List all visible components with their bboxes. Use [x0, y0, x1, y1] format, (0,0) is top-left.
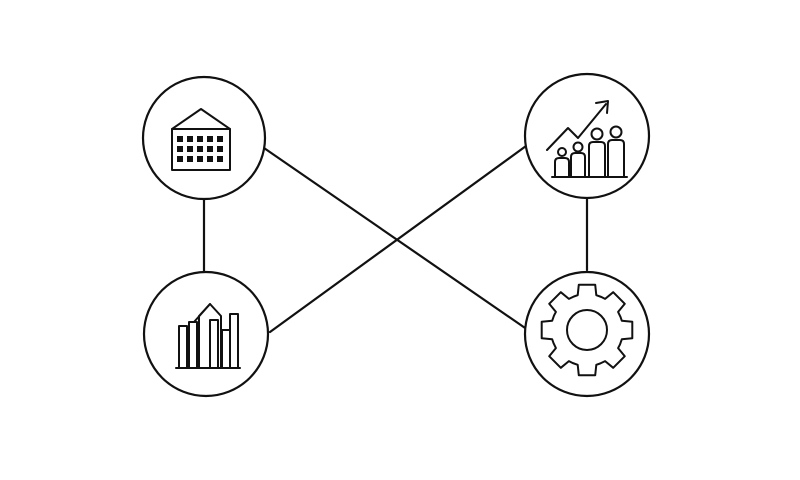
city-skyline-icon [175, 303, 241, 369]
node-top-left [141, 75, 267, 201]
node-circle [141, 75, 267, 201]
connectors [202, 144, 589, 334]
edge-bottom-left-to-top-right [268, 144, 528, 334]
node-circle [523, 72, 651, 200]
edge-top-left-to-bottom-right [262, 146, 530, 332]
gear-icon [540, 283, 634, 377]
growth-chart-people-icon [546, 100, 628, 178]
node-circle [142, 270, 270, 398]
node-bottom-left [142, 270, 270, 398]
building-icon [171, 108, 231, 171]
node-bottom-right [523, 270, 651, 398]
node-circle [523, 270, 651, 398]
node-top-right [523, 72, 651, 200]
